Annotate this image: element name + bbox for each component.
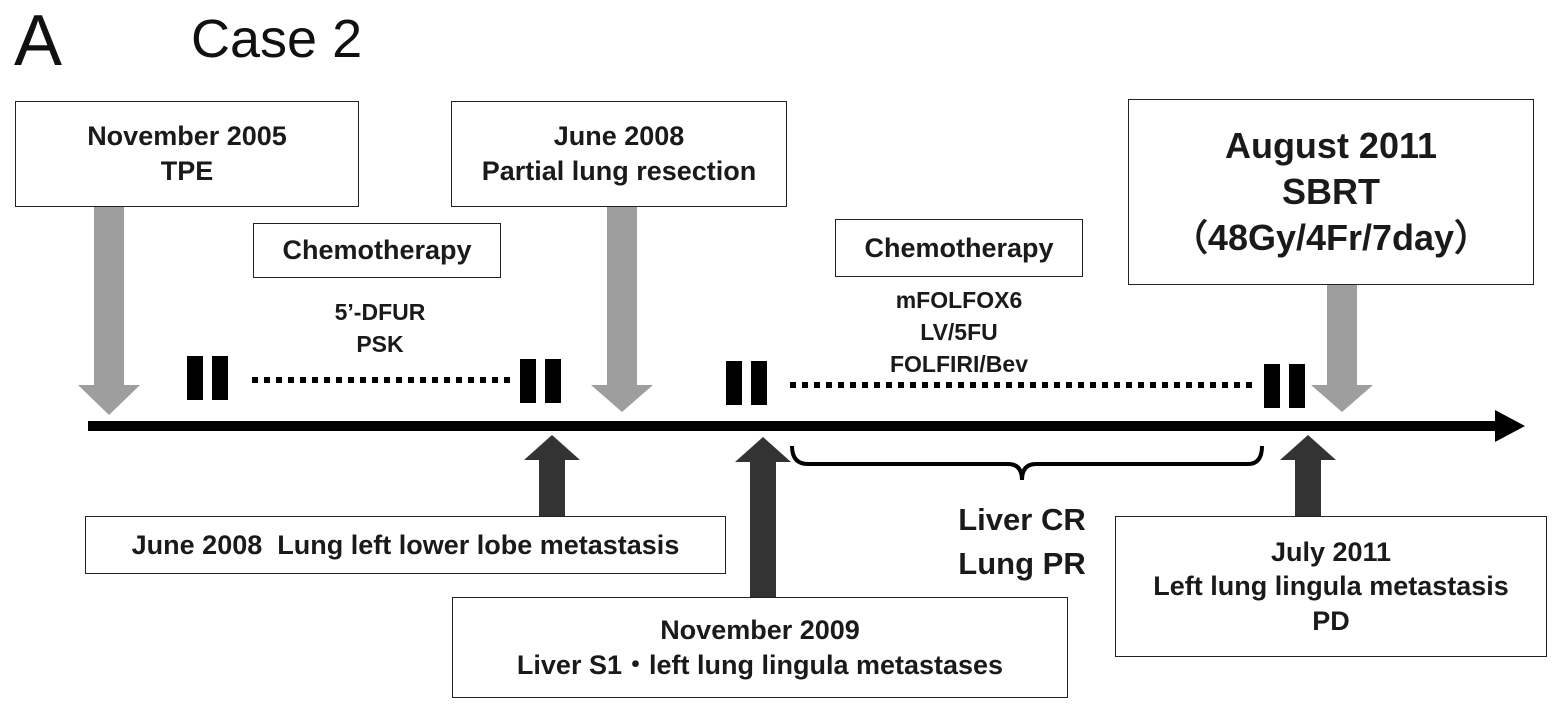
panel-label: A xyxy=(14,1,63,81)
chemo-marker-2-start xyxy=(726,361,767,405)
arrow-up-liver-s1 xyxy=(735,437,791,597)
arrow-down-tpe xyxy=(78,207,140,415)
event-finding: Liver S1・left lung lingula metastases xyxy=(516,649,1004,680)
event-box-jun-2008-resection: June 2008 Partial lung resection xyxy=(451,101,787,207)
chemo-marker-1-start xyxy=(187,356,228,400)
chemo-drugs-1: 5’-DFUR PSK xyxy=(265,296,495,360)
event-procedure: Partial lung resection xyxy=(481,156,757,186)
event-date: June 2008 xyxy=(553,121,685,152)
drug-name: 5’-DFUR xyxy=(334,299,426,325)
event-box-aug-2011-sbrt: August 2011 SBRT （48Gy/4Fr/7day） xyxy=(1128,99,1534,285)
chemotherapy-label: Chemotherapy xyxy=(864,232,1054,263)
response-lung: Lung PR xyxy=(958,546,1086,581)
arrow-up-lingula xyxy=(1280,435,1336,516)
arrow-down-sbrt xyxy=(1311,285,1373,412)
arrow-down-resection xyxy=(591,207,653,412)
timeline-arrowhead xyxy=(1495,410,1525,442)
drug-name: PSK xyxy=(356,331,404,357)
drug-name: FOLFIRI/Bev xyxy=(889,351,1028,377)
event-date: November 2005 xyxy=(87,121,287,152)
event-text: June 2008 Lung left lower lobe metastasi… xyxy=(131,529,680,560)
event-box-nov-2009: November 2009 Liver S1・left lung lingula… xyxy=(452,597,1068,698)
chemo-drugs-2: mFOLFOX6 LV/5FU FOLFIRI/Bev xyxy=(835,284,1083,380)
event-date: July 2011 xyxy=(1270,536,1392,567)
response-brace xyxy=(790,445,1264,481)
event-procedure: SBRT xyxy=(1282,170,1380,212)
event-procedure: TPE xyxy=(160,156,214,186)
event-box-jul-2011: July 2011 Left lung lingula metastasis P… xyxy=(1115,516,1547,657)
response-label: Liver CR Lung PR xyxy=(912,498,1132,586)
response-liver: Liver CR xyxy=(958,502,1086,537)
drug-name: LV/5FU xyxy=(920,319,998,345)
event-box-nov-2005: November 2005 TPE xyxy=(15,101,359,207)
chemotherapy-label: Chemotherapy xyxy=(282,235,472,266)
case-title: Case 2 xyxy=(191,9,363,69)
event-box-jun-2008-metastasis: June 2008 Lung left lower lobe metastasi… xyxy=(85,516,726,574)
event-date: August 2011 xyxy=(1224,124,1438,166)
chemotherapy-box-2: Chemotherapy xyxy=(835,219,1083,277)
event-dose: （48Gy/4Fr/7day） xyxy=(1171,217,1491,259)
event-status: PD xyxy=(1312,605,1350,636)
chemo-marker-1-end xyxy=(520,359,561,403)
event-date: November 2009 xyxy=(660,614,860,645)
arrow-up-lung-lower-lobe xyxy=(524,435,580,516)
chemotherapy-box-1: Chemotherapy xyxy=(253,223,501,278)
chemo-marker-2-end xyxy=(1264,364,1305,408)
event-finding: Left lung lingula metastasis xyxy=(1153,571,1509,602)
drug-name: mFOLFOX6 xyxy=(895,287,1023,313)
